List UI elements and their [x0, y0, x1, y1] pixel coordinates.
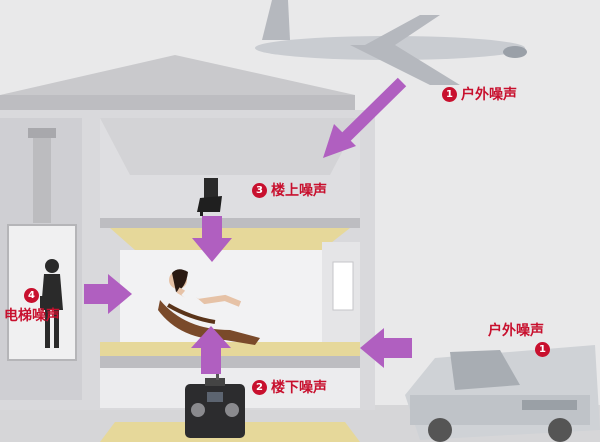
person-silhouette-icon — [40, 259, 63, 348]
elevator-cabin — [7, 224, 77, 361]
lower-floor-yellow — [100, 342, 360, 356]
label-number: 1 — [535, 342, 550, 357]
woman-lounging-icon — [158, 269, 260, 345]
roof-edge — [0, 95, 355, 110]
arrow-downstairs — [191, 326, 231, 374]
roof — [0, 55, 355, 95]
label-outdoor-right: 户外噪声 1 — [488, 320, 550, 357]
label-text: 楼上噪声 — [271, 183, 327, 199]
label-text: 电梯噪声 — [4, 308, 60, 324]
elevator-rail — [33, 128, 51, 223]
arrow-outdoor-top — [323, 77, 407, 158]
arrow-outdoor-right — [360, 328, 412, 368]
arrow-elevator — [84, 274, 132, 314]
truck-icon — [405, 345, 600, 442]
remote-control-icon — [185, 372, 245, 438]
lower-floor-slab — [100, 356, 360, 368]
elevator-pulley — [28, 128, 56, 138]
label-number: 2 — [252, 379, 267, 395]
label-outdoor-top: 1 户外噪声 — [442, 84, 517, 104]
label-downstairs: 2 楼下噪声 — [252, 377, 327, 397]
label-number: 3 — [252, 182, 267, 198]
upper-room — [100, 118, 360, 218]
upper-floor-slab — [100, 218, 360, 228]
label-upstairs: 3 楼上噪声 — [252, 180, 327, 200]
airplane-icon — [255, 0, 527, 85]
label-text: 楼下噪声 — [271, 380, 327, 396]
high-heel-icon — [197, 178, 222, 216]
window — [332, 261, 354, 311]
label-number: 4 — [24, 288, 39, 303]
label-text: 户外噪声 — [461, 87, 517, 103]
arrow-upstairs — [192, 216, 232, 262]
label-elevator: 4 电梯噪声 — [4, 288, 60, 325]
label-text: 户外噪声 — [488, 323, 544, 339]
label-number: 1 — [442, 86, 457, 102]
